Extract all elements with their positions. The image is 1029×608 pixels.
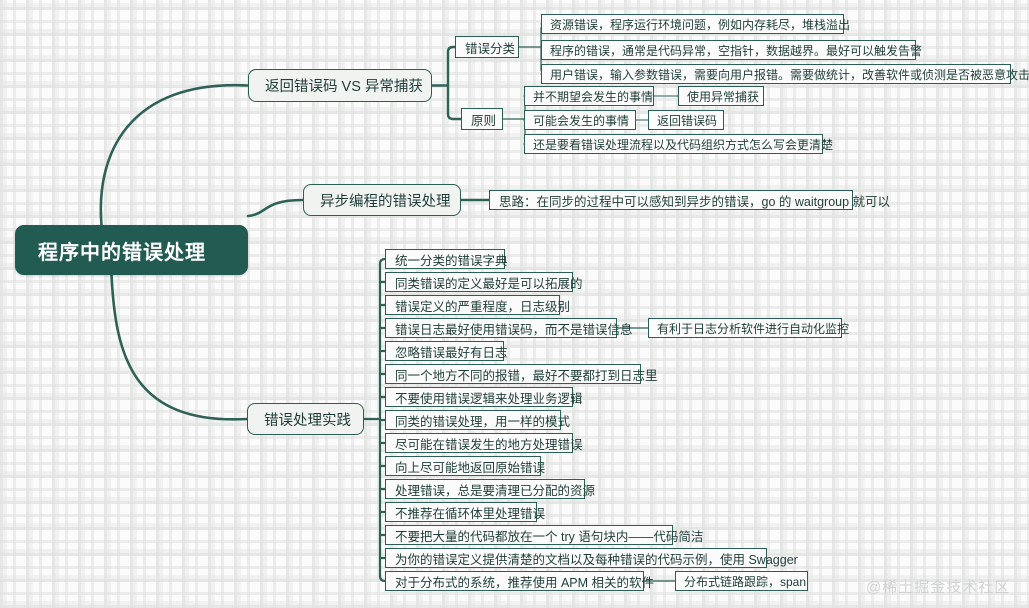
node-program-error[interactable]: 程序的错误，通常是代码异常，空指针，数据越界。最好可以触发告警 [541, 40, 922, 60]
node-practice-4-sub[interactable]: 有利于日志分析软件进行自动化监控 [648, 318, 849, 338]
node-return-error-code[interactable]: 返回错误码 [648, 110, 724, 130]
node-practice-15[interactable]: 对于分布式的系统，推荐使用 APM 相关的软件 [385, 571, 654, 591]
node-label: 可能会发生的事情 [533, 113, 630, 128]
node-practice-4[interactable]: 错误日志最好使用错误码，而不是错误信息 [385, 318, 633, 338]
node-label: 对于分布式的系统，推荐使用 APM 相关的软件 [395, 575, 655, 590]
node-practice-15-sub[interactable]: 分布式链路跟踪，span [675, 571, 808, 591]
node-async-idea[interactable]: 思路：在同步的过程中可以感知到异步的错误，go 的 waitgroup 就可以 [489, 190, 890, 210]
node-label: 统一分类的错误字典 [395, 253, 508, 268]
watermark: @稀土掘金技术社区 [866, 579, 1011, 596]
node-label: 错误分类 [465, 41, 516, 56]
node-practice-14[interactable]: 为你的错误定义提供清楚的文档以及每种错误的代码示例，使用 Swagger [385, 548, 798, 568]
root-node-label: 程序中的错误处理 [38, 241, 206, 264]
node-label: 异步编程的错误处理 [320, 193, 451, 210]
node-unexpected-event[interactable]: 并不期望会发生的事情 [524, 86, 654, 106]
node-label: 同类的错误处理，用一样的模式 [395, 414, 571, 429]
node-label: 用户错误，输入参数错误，需要向用户报错。需要做统计，改善软件或侦测是否被恶意攻击 [550, 67, 1029, 82]
node-label: 错误处理实践 [264, 412, 351, 429]
node-possible-event[interactable]: 可能会发生的事情 [524, 110, 636, 130]
node-use-exception-catch[interactable]: 使用异常捕获 [678, 86, 764, 106]
node-practice-11[interactable]: 处理错误，总是要清理已分配的资源 [385, 479, 595, 499]
node-label: 错误日志最好使用错误码，而不是错误信息 [395, 322, 633, 337]
node-label: 原则 [471, 113, 497, 128]
root-node[interactable]: 程序中的错误处理 [15, 225, 248, 275]
node-label: 思路：在同步的过程中可以感知到异步的错误，go 的 waitgroup 就可以 [499, 194, 891, 209]
node-label: 并不期望会发生的事情 [533, 89, 654, 104]
node-practice-9[interactable]: 尽可能在错误发生的地方处理错误 [385, 433, 583, 453]
node-practice-3[interactable]: 错误定义的严重程度，日志级别 [385, 295, 570, 315]
branch-return-code-vs-exception[interactable]: 返回错误码 VS 异常捕获 [248, 69, 432, 102]
node-user-error[interactable]: 用户错误，输入参数错误，需要向用户报错。需要做统计，改善软件或侦测是否被恶意攻击 [541, 64, 1029, 84]
node-label: 有利于日志分析软件进行自动化监控 [657, 321, 850, 336]
node-principle[interactable]: 原则 [461, 108, 503, 130]
node-label: 程序的错误，通常是代码异常，空指针，数据越界。最好可以触发告警 [550, 43, 923, 58]
node-label: 向上尽可能地返回原始错误 [395, 460, 546, 475]
node-label: 不要把大量的代码都放在一个 try 语句块内——代码简洁 [395, 529, 704, 544]
node-label: 忽略错误最好有日志 [395, 345, 508, 360]
node-label: 同一个地方不同的报错，最好不要都打到日志里 [395, 368, 658, 383]
node-error-flow-clarity[interactable]: 还是要看错误处理流程以及代码组织方式怎么写会更清楚 [524, 134, 833, 154]
node-label: 处理错误，总是要清理已分配的资源 [395, 483, 596, 498]
node-label: 不要使用错误逻辑来处理业务逻辑 [395, 391, 583, 406]
node-label: 使用异常捕获 [687, 89, 760, 104]
node-practice-2[interactable]: 同类错误的定义最好是可以拓展的 [385, 272, 583, 292]
node-label: 返回错误码 VS 异常捕获 [265, 79, 423, 95]
node-practice-5[interactable]: 忽略错误最好有日志 [385, 341, 508, 361]
branch-async-error-handling[interactable]: 异步编程的错误处理 [303, 184, 461, 216]
node-practice-1[interactable]: 统一分类的错误字典 [385, 249, 508, 269]
branch-error-handling-practice[interactable]: 错误处理实践 [247, 403, 364, 435]
node-label: 为你的错误定义提供清楚的文档以及每种错误的代码示例，使用 Swagger [395, 552, 798, 567]
node-label: 返回错误码 [657, 113, 718, 128]
node-practice-10[interactable]: 向上尽可能地返回原始错误 [385, 456, 545, 476]
node-label: 还是要看错误处理流程以及代码组织方式怎么写会更清楚 [533, 137, 834, 152]
node-practice-8[interactable]: 同类的错误处理，用一样的模式 [385, 410, 570, 430]
node-label: 同类错误的定义最好是可以拓展的 [395, 276, 583, 291]
node-label: 分布式链路跟踪，span [684, 574, 807, 589]
node-practice-7[interactable]: 不要使用错误逻辑来处理业务逻辑 [385, 387, 583, 407]
node-label: 尽可能在错误发生的地方处理错误 [395, 437, 583, 452]
node-practice-12[interactable]: 不推荐在循环体里处理错误 [385, 502, 545, 522]
node-practice-6[interactable]: 同一个地方不同的报错，最好不要都打到日志里 [385, 364, 658, 384]
node-label: 资源错误，程序运行环境问题，例如内存耗尽，堆栈溢出 [550, 17, 851, 32]
node-error-classification[interactable]: 错误分类 [455, 36, 519, 58]
node-practice-13[interactable]: 不要把大量的代码都放在一个 try 语句块内——代码简洁 [385, 525, 703, 545]
node-label: 错误定义的严重程度，日志级别 [395, 299, 571, 314]
node-label: 不推荐在循环体里处理错误 [395, 506, 546, 521]
node-resource-error[interactable]: 资源错误，程序运行环境问题，例如内存耗尽，堆栈溢出 [541, 14, 850, 34]
